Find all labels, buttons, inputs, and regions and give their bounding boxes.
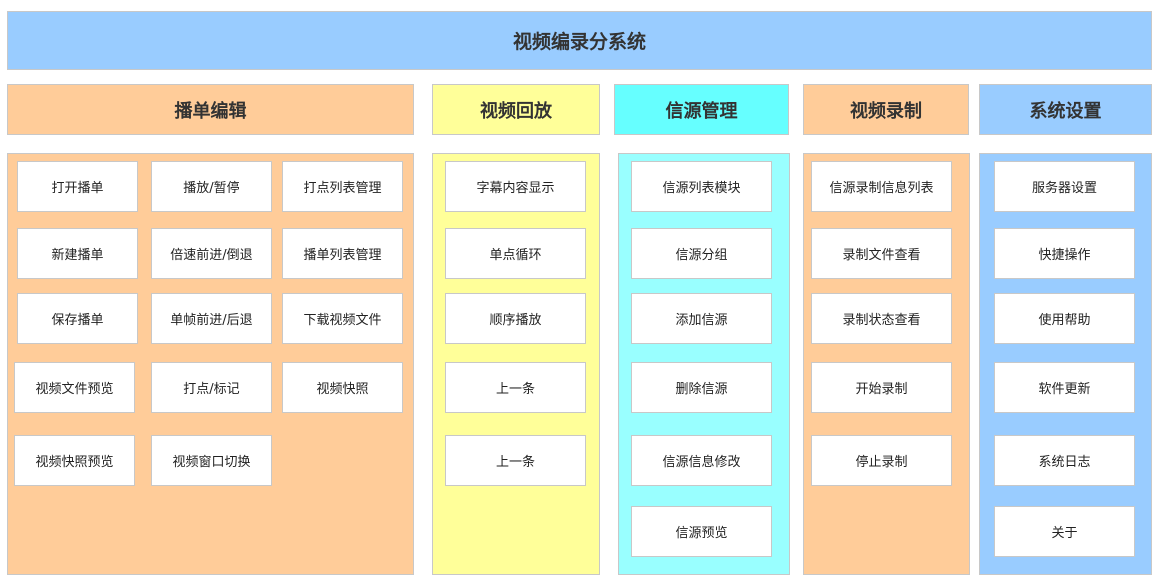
- module-title: 信源管理: [665, 100, 738, 122]
- module-header-system-settings: 系统设置: [979, 84, 1152, 135]
- module-item: 保存播单: [17, 293, 138, 344]
- module-item: 视频快照: [282, 362, 403, 413]
- module-item: 打开播单: [17, 161, 138, 212]
- module-panel-video-playback: 字幕内容显示 单点循环 顺序播放 上一条 上一条: [432, 153, 600, 575]
- module-item: 快捷操作: [994, 228, 1135, 279]
- module-item: 服务器设置: [994, 161, 1135, 212]
- module-item: 信源分组: [631, 228, 772, 279]
- module-item: 字幕内容显示: [445, 161, 586, 212]
- system-title-bar: 视频编录分系统: [7, 11, 1152, 70]
- module-item: 视频快照预览: [14, 435, 135, 486]
- module-item: 播放/暂停: [151, 161, 272, 212]
- module-item: 打点列表管理: [282, 161, 403, 212]
- module-item: 软件更新: [994, 362, 1135, 413]
- module-item: 信源录制信息列表: [811, 161, 952, 212]
- module-item: 使用帮助: [994, 293, 1135, 344]
- module-item: 单帧前进/后退: [151, 293, 272, 344]
- module-item: 系统日志: [994, 435, 1135, 486]
- module-item: 添加信源: [631, 293, 772, 344]
- module-item: 下载视频文件: [282, 293, 403, 344]
- module-item: 信源预览: [631, 506, 772, 557]
- module-title: 视频回放: [480, 100, 552, 122]
- module-header-source-management: 信源管理: [614, 84, 789, 135]
- module-item: 删除信源: [631, 362, 772, 413]
- module-item: 录制状态查看: [811, 293, 952, 344]
- module-header-video-playback: 视频回放: [432, 84, 600, 135]
- module-title: 播单编辑: [174, 100, 247, 122]
- module-item: 视频文件预览: [14, 362, 135, 413]
- module-item: 播单列表管理: [282, 228, 403, 279]
- module-item: 录制文件查看: [811, 228, 952, 279]
- module-item: 倍速前进/倒退: [151, 228, 272, 279]
- system-title: 视频编录分系统: [512, 31, 646, 53]
- module-item: 信源列表模块: [631, 161, 772, 212]
- module-item: 开始录制: [811, 362, 952, 413]
- module-panel-video-recording: 信源录制信息列表 录制文件查看 录制状态查看 开始录制 停止录制: [803, 153, 970, 575]
- module-panel-system-settings: 服务器设置 快捷操作 使用帮助 软件更新 系统日志 关于: [979, 153, 1152, 575]
- module-item: 上一条: [445, 435, 586, 486]
- module-title: 视频录制: [850, 100, 922, 122]
- module-panel-source-management: 信源列表模块 信源分组 添加信源 删除信源 信源信息修改 信源预览: [618, 153, 790, 575]
- module-item: 信源信息修改: [631, 435, 772, 486]
- module-item: 新建播单: [17, 228, 138, 279]
- module-item: 单点循环: [445, 228, 586, 279]
- module-panel-playlist-edit: 打开播单 播放/暂停 打点列表管理 新建播单 倍速前进/倒退 播单列表管理 保存…: [7, 153, 414, 575]
- module-header-video-recording: 视频录制: [803, 84, 969, 135]
- module-item: 关于: [994, 506, 1135, 557]
- module-item: 上一条: [445, 362, 586, 413]
- module-item: 停止录制: [811, 435, 952, 486]
- module-item: 打点/标记: [151, 362, 272, 413]
- module-title: 系统设置: [1029, 100, 1102, 122]
- module-header-playlist-edit: 播单编辑: [7, 84, 414, 135]
- module-item: 视频窗口切换: [151, 435, 272, 486]
- module-item: 顺序播放: [445, 293, 586, 344]
